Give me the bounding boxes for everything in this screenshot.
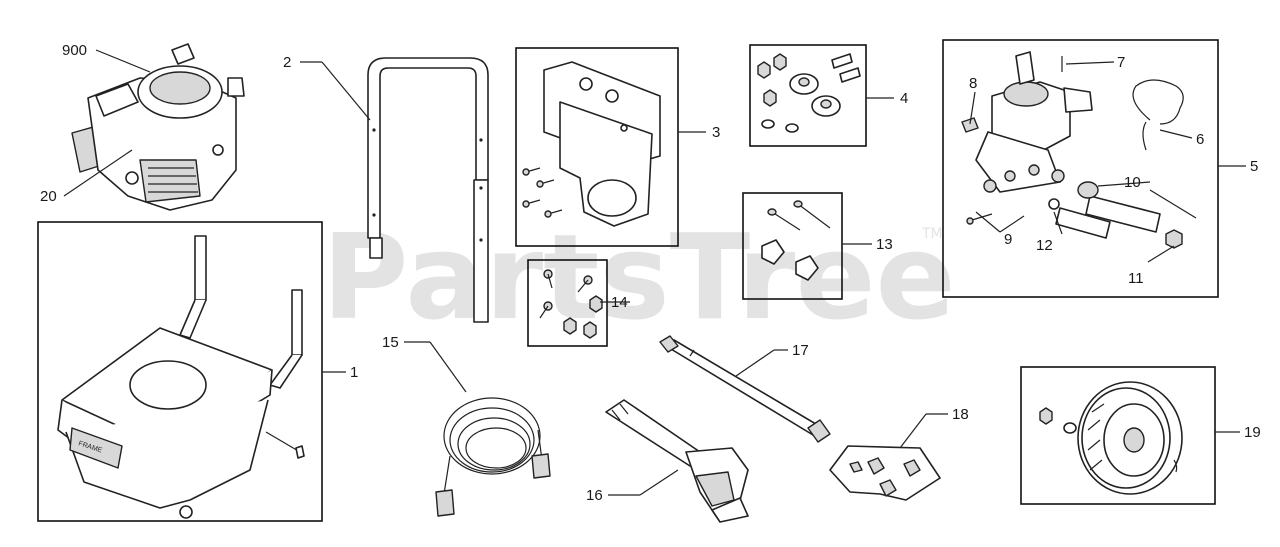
pump-inlet-10[interactable] (1077, 181, 1161, 233)
bracket-part[interactable] (543, 61, 661, 227)
callout-11[interactable]: 11 (1128, 270, 1144, 287)
hose-part[interactable] (435, 397, 551, 517)
leader-12 (1053, 211, 1063, 235)
spray-gun-part[interactable] (605, 399, 749, 523)
callout-4[interactable]: 4 (900, 90, 908, 107)
pump-box (942, 39, 1219, 298)
leader-9a (975, 211, 1001, 233)
leader-10a (1097, 181, 1151, 187)
bracket-box (515, 47, 679, 247)
leader-900 (95, 49, 151, 73)
callout-900[interactable]: 900 (62, 42, 87, 59)
callout-5[interactable]: 5 (1250, 158, 1258, 175)
leader-2b (321, 61, 371, 121)
callout-8[interactable]: 8 (969, 75, 977, 92)
callout-6[interactable]: 6 (1196, 131, 1204, 148)
hardware-kit-4-box (749, 44, 867, 147)
pump-nut-11[interactable] (1165, 229, 1183, 249)
hardware-kit-14-box (527, 259, 608, 347)
frame-part[interactable]: FRAME (57, 235, 305, 519)
leader-17a (735, 349, 775, 377)
callout-12[interactable]: 12 (1036, 237, 1053, 254)
callout-10[interactable]: 10 (1124, 174, 1141, 191)
leader-11 (1147, 245, 1175, 263)
wheel-kit-box (1020, 366, 1216, 505)
hardware-kit-13-part[interactable] (761, 200, 831, 281)
leader-7 (1065, 61, 1115, 65)
callout-18[interactable]: 18 (952, 406, 969, 423)
hardware-kit-13-box (742, 192, 843, 300)
callout-20[interactable]: 20 (40, 188, 57, 205)
engine-part[interactable] (71, 43, 245, 211)
callout-17[interactable]: 17 (792, 342, 809, 359)
leader-16b (639, 469, 679, 496)
hardware-kit-4-part[interactable] (757, 53, 861, 133)
watermark-trademark: TM (921, 226, 943, 242)
handle-part[interactable] (367, 57, 489, 323)
leader-18a (899, 413, 927, 449)
callout-7[interactable]: 7 (1117, 54, 1125, 71)
callout-14[interactable]: 14 (611, 294, 628, 311)
leader-6 (1159, 129, 1193, 139)
nozzle-kit-part[interactable] (829, 445, 941, 501)
callout-2[interactable]: 2 (283, 54, 291, 71)
callout-15[interactable]: 15 (382, 334, 399, 351)
wheel-kit-part[interactable] (1039, 381, 1183, 495)
leader-8 (969, 91, 976, 125)
pump-part[interactable] (975, 51, 1093, 193)
callout-9[interactable]: 9 (1004, 231, 1012, 248)
pump-plug-8[interactable] (961, 117, 979, 133)
leader-20 (63, 149, 133, 197)
callout-1[interactable]: 1 (350, 364, 358, 381)
callout-19[interactable]: 19 (1244, 424, 1261, 441)
callout-3[interactable]: 3 (712, 124, 720, 141)
watermark-text: PartsTree (322, 208, 956, 346)
callout-16[interactable]: 16 (586, 487, 603, 504)
hardware-kit-14-part[interactable] (539, 269, 603, 339)
callout-13[interactable]: 13 (876, 236, 893, 253)
pump-fitting-12[interactable] (1048, 198, 1111, 239)
leader-10b (1149, 189, 1197, 219)
wand-part[interactable] (659, 335, 831, 443)
leader-15b (429, 341, 467, 393)
leader-9b (999, 215, 1025, 233)
pump-ring-6[interactable] (1132, 79, 1184, 151)
bracket-screws[interactable] (522, 167, 563, 218)
